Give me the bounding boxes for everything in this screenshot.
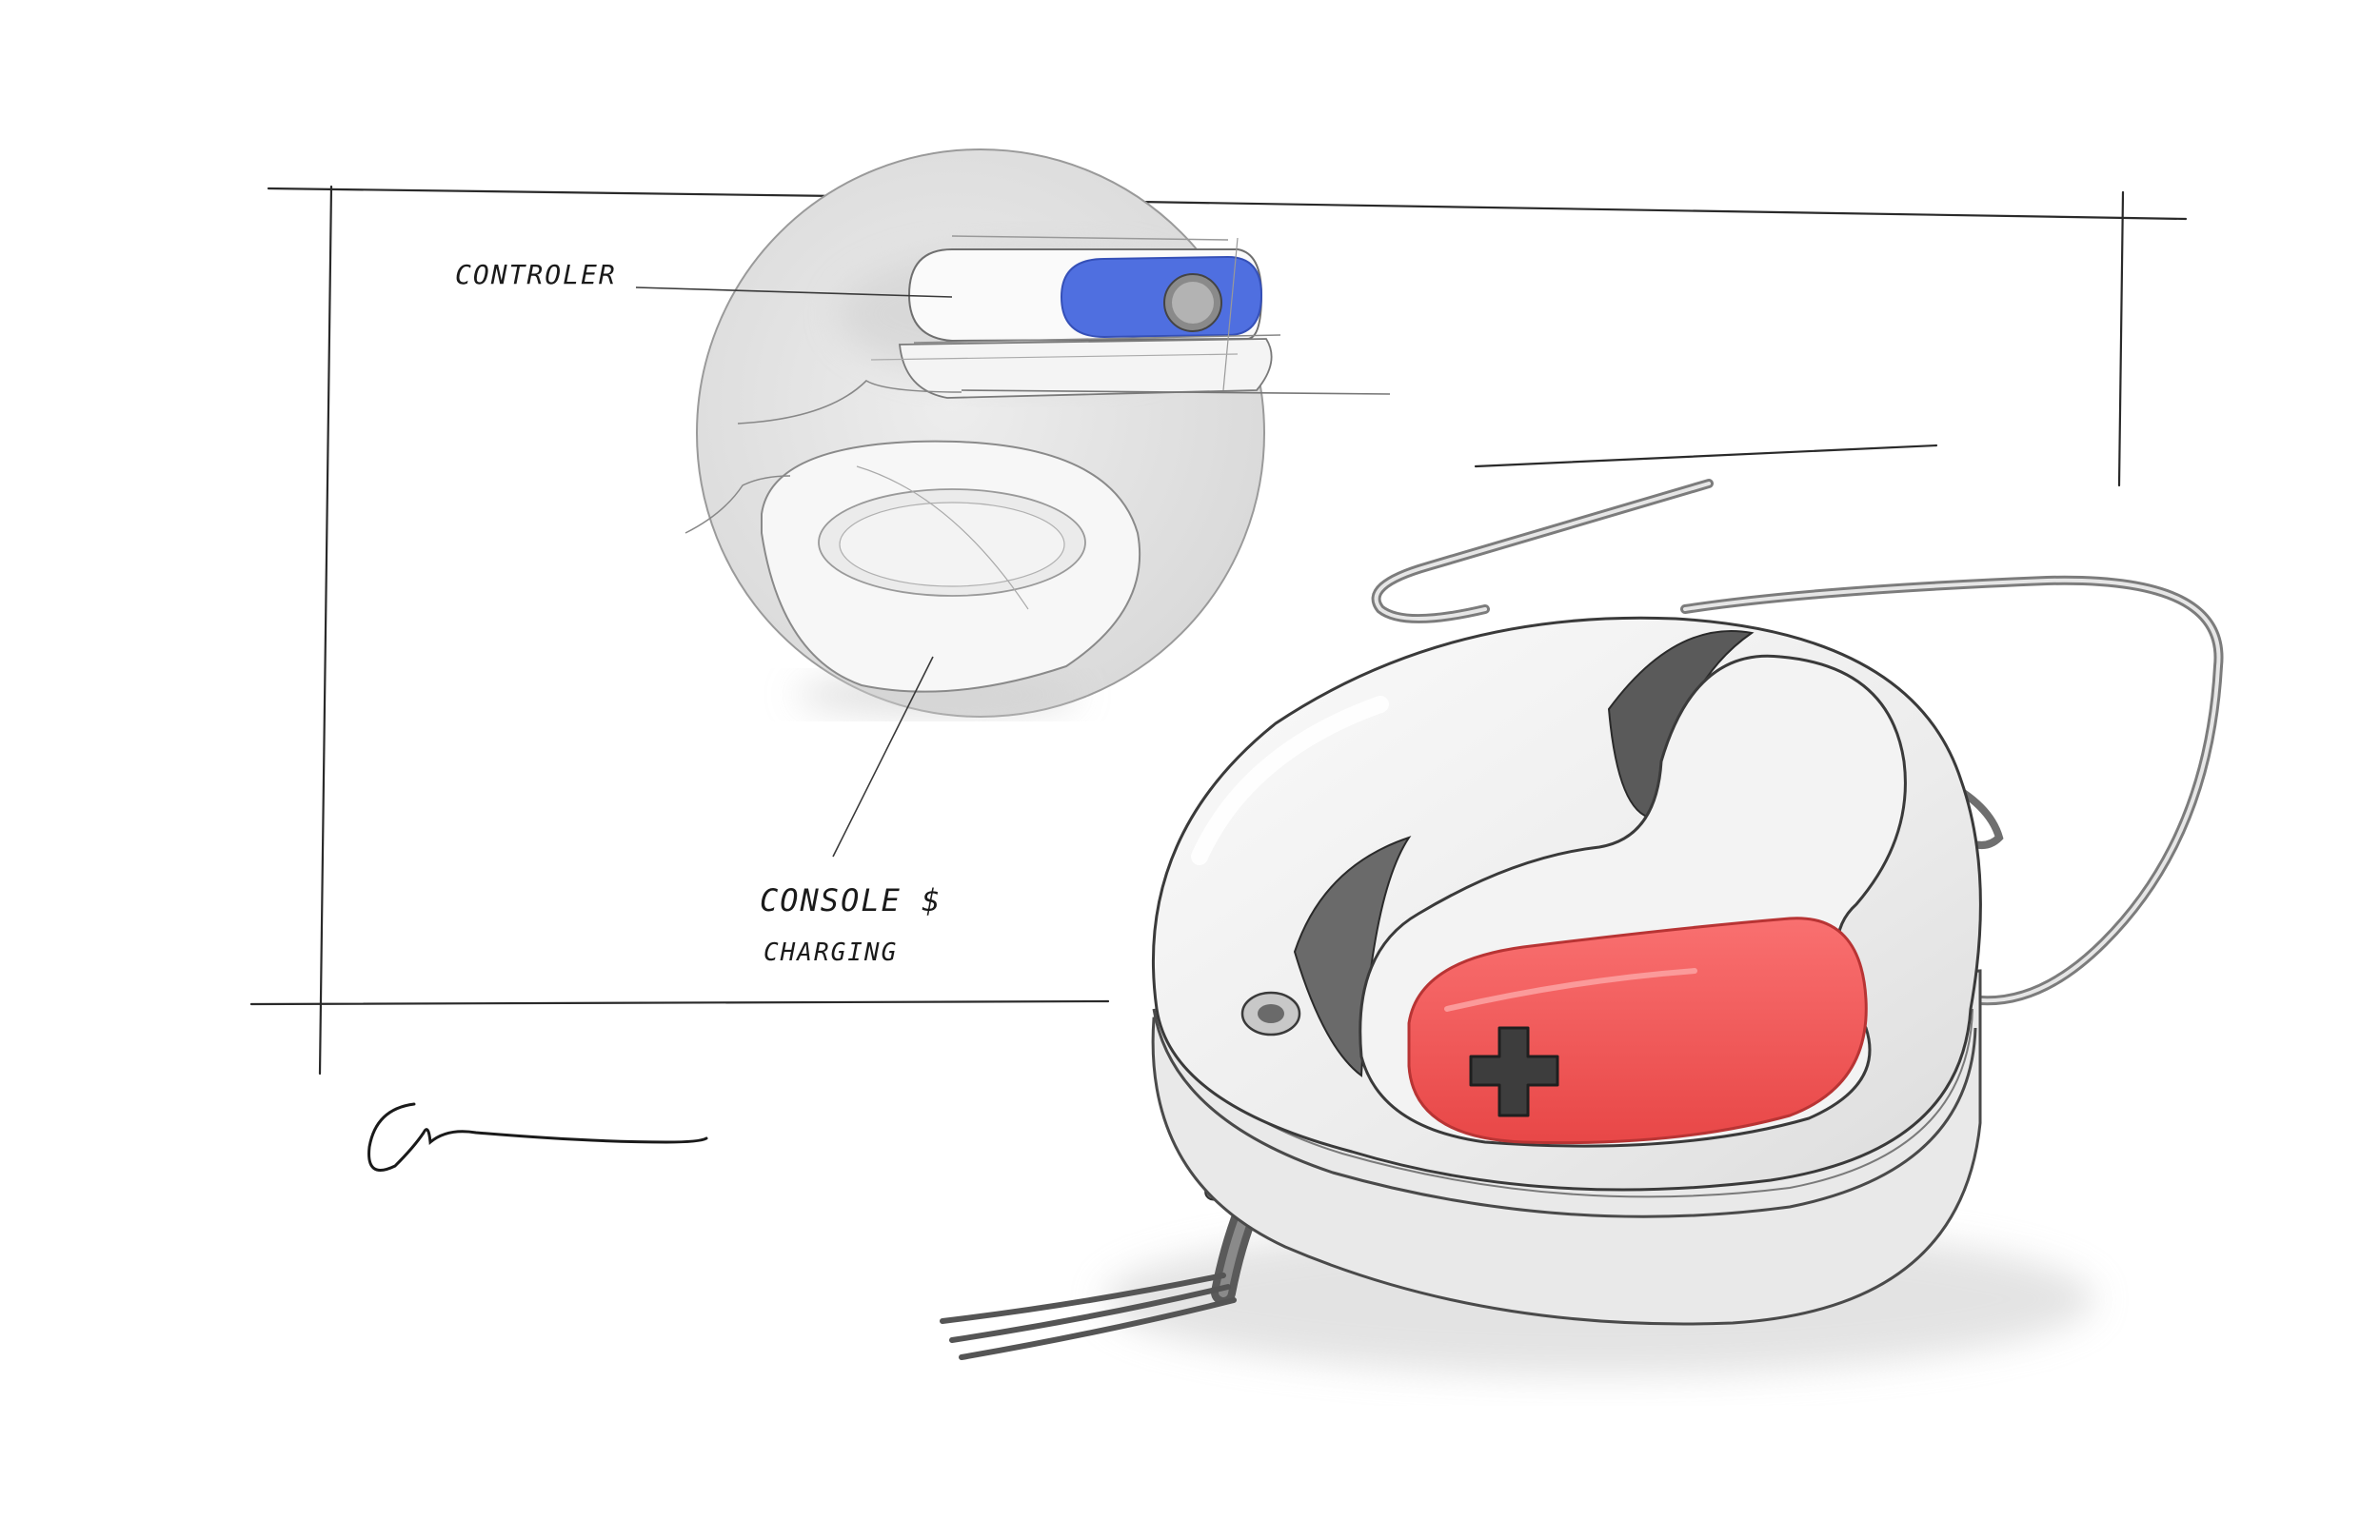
cross-dpad-icon	[1469, 1026, 1559, 1117]
donut-console-illustration	[940, 479, 2224, 1375]
round-button-icon	[1163, 273, 1222, 332]
charging-dish-illustration	[684, 440, 1141, 714]
red-controller-pad	[1407, 917, 1868, 1145]
label-charging: CHARGING	[764, 938, 899, 967]
detail-callout	[684, 148, 1391, 718]
controller-illustration	[737, 235, 1391, 424]
callout-lines	[635, 286, 953, 858]
label-console: CONSOLE $	[760, 882, 942, 918]
signature	[367, 1102, 708, 1172]
label-controler: CONTROLER	[455, 259, 617, 290]
frame-lines	[249, 185, 2188, 1076]
